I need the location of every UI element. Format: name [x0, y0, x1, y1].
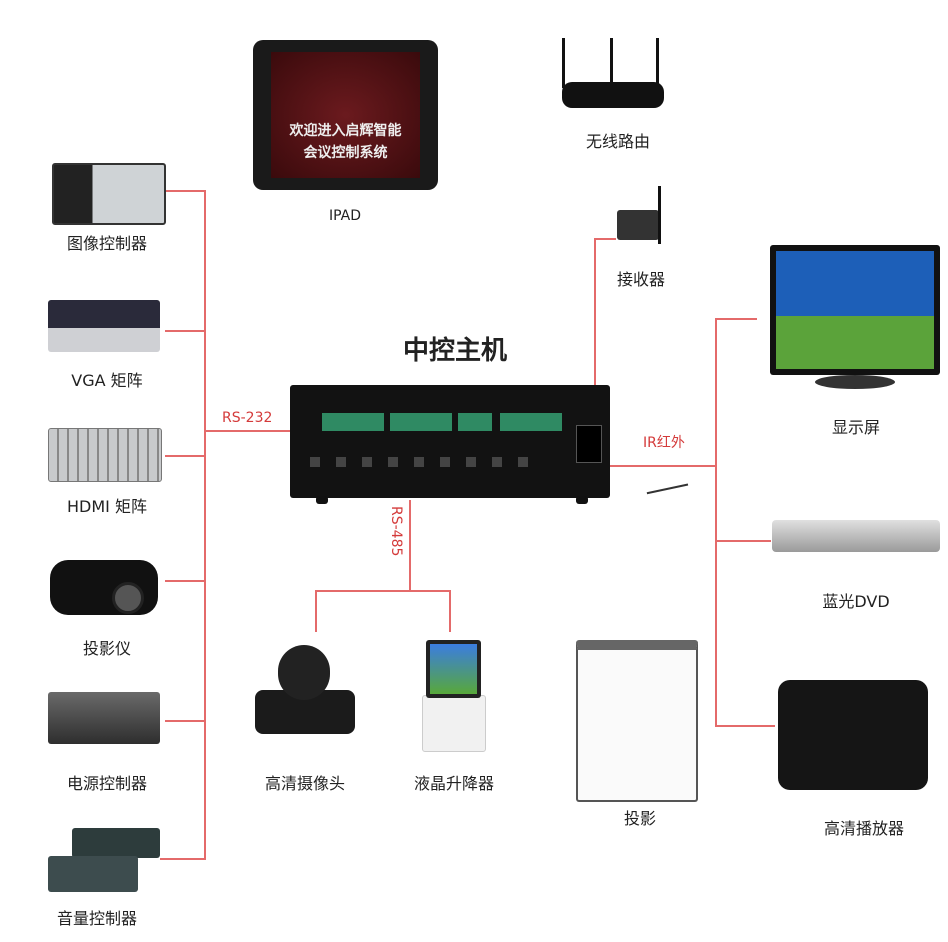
- host-title: 中控主机: [402, 336, 508, 366]
- line-hdmi: [165, 455, 205, 457]
- line-image-controller: [165, 190, 205, 192]
- ipad-screen-line1: 欢迎进入启辉智能: [289, 123, 402, 139]
- line-dvd: [715, 540, 771, 542]
- lcd-screen: [426, 640, 481, 698]
- terminal-block: [500, 413, 562, 431]
- lcd-lift-device: [422, 695, 486, 752]
- vga-matrix-label: VGA 矩阵: [71, 371, 143, 390]
- vga-matrix-device: [48, 300, 160, 352]
- host-foot: [576, 496, 588, 504]
- terminal-block: [322, 413, 384, 431]
- volume-controller-label: 音量控制器: [56, 909, 138, 928]
- hd-camera-label: 高清摄像头: [264, 774, 346, 793]
- router-antenna: [656, 38, 659, 88]
- ir-cable-icon: [643, 469, 689, 495]
- bluray-dvd-label: 蓝光DVD: [822, 592, 890, 611]
- line-display: [715, 318, 757, 320]
- right-bus-line: [715, 318, 717, 726]
- wireless-router-device: [562, 82, 664, 108]
- power-socket: [576, 425, 602, 463]
- ipad-screen-line2: 会议控制系统: [303, 145, 388, 161]
- line-rs232: [205, 430, 291, 432]
- camera-head: [278, 645, 330, 700]
- projector-label: 投影仪: [82, 639, 132, 658]
- power-controller-label: 电源控制器: [66, 774, 148, 793]
- hdmi-matrix-label: HDMI 矩阵: [67, 497, 147, 516]
- volume-controller-device: [72, 828, 160, 858]
- wireless-router-label: 无线路由: [585, 132, 651, 151]
- rs485-label: RS-485: [388, 506, 404, 557]
- display-screen-label: 显示屏: [831, 418, 881, 437]
- line-lift: [449, 590, 451, 632]
- line-power: [165, 720, 205, 722]
- ipad-device: 欢迎进入启辉智能 会议控制系统: [253, 40, 438, 190]
- receiver-antenna: [658, 186, 661, 244]
- terminal-block: [458, 413, 492, 431]
- ipad-label: IPAD: [328, 208, 362, 224]
- line-rs485-v: [409, 500, 411, 591]
- line-player: [715, 725, 775, 727]
- lcd-lift-label: 液晶升降器: [413, 774, 495, 793]
- host-foot: [316, 496, 328, 504]
- receiver-label: 接收器: [616, 270, 666, 289]
- display-screen-device: [770, 245, 940, 375]
- ir-label: IR红外: [643, 435, 685, 451]
- router-antenna: [562, 38, 565, 88]
- line-receiver-h: [594, 238, 616, 240]
- projector-device: [50, 560, 158, 615]
- port-row: [310, 457, 540, 467]
- router-antenna: [610, 38, 613, 88]
- hd-player-device: [778, 680, 928, 790]
- projection-screen-label: 投影: [623, 809, 657, 828]
- ipad-screen: 欢迎进入启辉智能 会议控制系统: [271, 52, 420, 178]
- rs232-label: RS-232: [222, 410, 273, 426]
- receiver-device: [617, 210, 659, 240]
- hdmi-matrix-device: [48, 428, 162, 482]
- projection-screen-device: [576, 640, 698, 802]
- line-camera: [315, 590, 317, 632]
- line-vga: [165, 330, 205, 332]
- left-bus-line: [204, 190, 206, 860]
- line-projector: [165, 580, 205, 582]
- power-controller-device: [48, 692, 160, 744]
- volume-controller-device-2: [48, 856, 138, 892]
- terminal-block: [390, 413, 452, 431]
- line-receiver-v: [594, 238, 596, 386]
- central-control-host: [290, 385, 610, 498]
- bluray-dvd-device: [772, 520, 940, 552]
- line-volume: [160, 858, 205, 860]
- line-ir: [610, 465, 716, 467]
- line-rs485-h: [315, 590, 451, 592]
- image-controller-label: 图像控制器: [66, 234, 148, 253]
- display-stand: [815, 375, 895, 389]
- hd-player-label: 高清播放器: [823, 819, 905, 838]
- image-controller-device: [52, 163, 166, 225]
